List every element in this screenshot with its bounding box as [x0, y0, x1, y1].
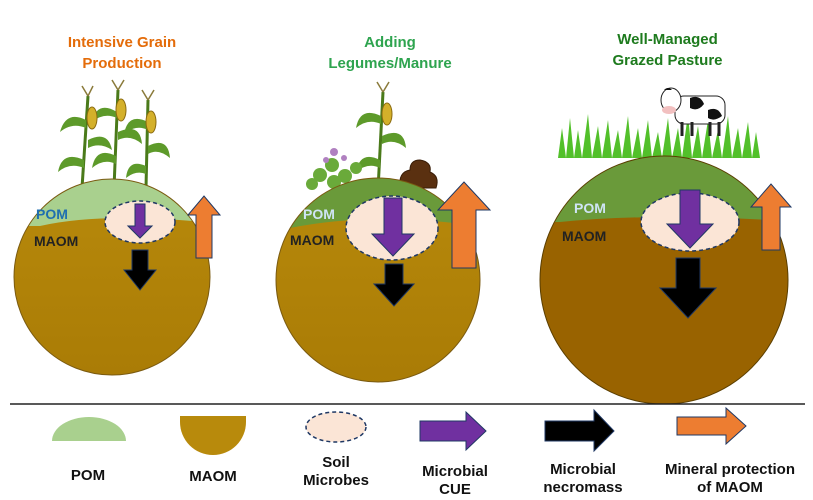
- scenario-2-title: Adding Legumes/Manure: [328, 34, 452, 72]
- soil-circle-3: [539, 155, 789, 405]
- legend-soil-microbes-label: Soil Microbes: [303, 454, 369, 489]
- cow-grass-icon: [558, 87, 760, 158]
- legend-microbial-cue-label: Microbial CUE: [422, 463, 488, 498]
- legend-purple-arrow-icon: [419, 410, 487, 452]
- maom-label-3: MAOM: [562, 228, 606, 244]
- legend-orange-arrow-icon: [676, 406, 747, 446]
- microbial-cue-arrow-3: [665, 189, 715, 249]
- necromass-arrow-1: [122, 249, 158, 291]
- necromass-arrow-3: [658, 257, 718, 319]
- pom-label-2: POM: [303, 206, 335, 222]
- maom-label-1: MAOM: [34, 233, 78, 249]
- mineral-protection-arrow-1: [186, 195, 222, 259]
- scenario-1-title: Intensive Grain Production: [67, 34, 177, 72]
- legend-microbial-necromass-label: Microbial necromass: [543, 461, 623, 496]
- scenario-3-title: Well-Managed Grazed Pasture: [612, 31, 723, 69]
- legend-maom-label: MAOM: [189, 468, 237, 485]
- mineral-protection-arrow-2: [436, 181, 492, 269]
- legend-pom-label: POM: [70, 467, 106, 484]
- necromass-arrow-2: [372, 263, 416, 307]
- microbial-cue-arrow-1: [126, 203, 154, 239]
- legend-pom-icon: [52, 417, 126, 441]
- pom-label-3: POM: [574, 200, 606, 216]
- mineral-protection-arrow-3: [749, 183, 793, 251]
- legend-mineral-protection-label: Mineral protection of MAOM: [664, 461, 795, 496]
- legume-corn-manure-icon: [306, 81, 438, 191]
- microbial-cue-arrow-2: [370, 197, 416, 257]
- legend-soil-microbes-icon: [305, 411, 367, 443]
- pom-label-1: POM: [36, 206, 68, 222]
- legend-black-arrow-icon: [544, 408, 615, 453]
- legend-maom-icon: [180, 416, 246, 455]
- cow-icon: [660, 87, 726, 136]
- corn-plants-icon: [58, 79, 170, 189]
- maom-label-2: MAOM: [290, 232, 334, 248]
